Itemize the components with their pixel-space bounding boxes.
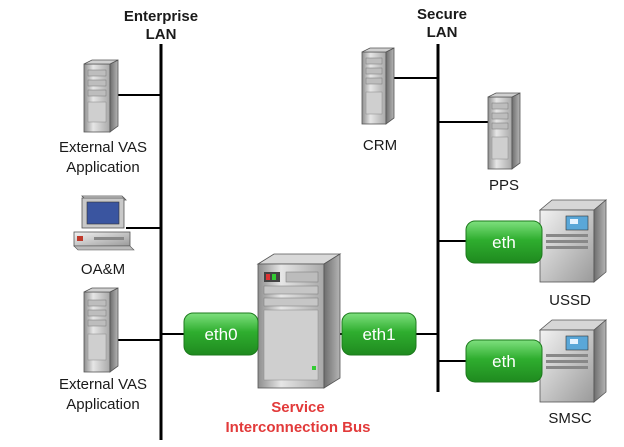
crm-label: CRM [363,137,397,154]
enterprise-lan-title: Enterprise [124,8,198,25]
server-icon [361,47,395,125]
server-icon [83,59,119,133]
eth-ussd-label: eth [492,233,516,252]
eth0-interface: eth0 [183,312,259,356]
enterprise-lan-subtitle: LAN [146,26,177,43]
server-icon [487,92,521,170]
eth1-interface: eth1 [341,312,417,356]
eth0-label: eth0 [204,325,237,344]
eth1-label: eth1 [362,325,395,344]
pps-label: PPS [489,177,519,194]
eth-smsc-interface: eth [465,339,543,383]
ussd-label: USSD [549,292,591,309]
eth-smsc-label: eth [492,352,516,371]
server-icon [83,287,119,373]
smsc-label: SMSC [548,410,592,427]
bus-label-1: Service [271,399,324,416]
secure-lan-title: Secure [417,6,467,23]
workstation-icon [73,195,135,251]
ext-vas-bottom-label-2: Application [66,396,139,413]
secure-lan-subtitle: LAN [427,24,458,41]
ext-vas-top-label-1: External VAS [59,139,147,156]
ext-vas-bottom-label-1: External VAS [59,376,147,393]
oam-label: OA&M [81,261,125,278]
ext-vas-top-label-2: Application [66,159,139,176]
cabinet-icon [538,319,608,403]
cabinet-icon [538,199,608,283]
bus-server-icon [256,253,342,389]
eth-ussd-interface: eth [465,220,543,264]
bus-label-2: Interconnection Bus [225,419,370,436]
